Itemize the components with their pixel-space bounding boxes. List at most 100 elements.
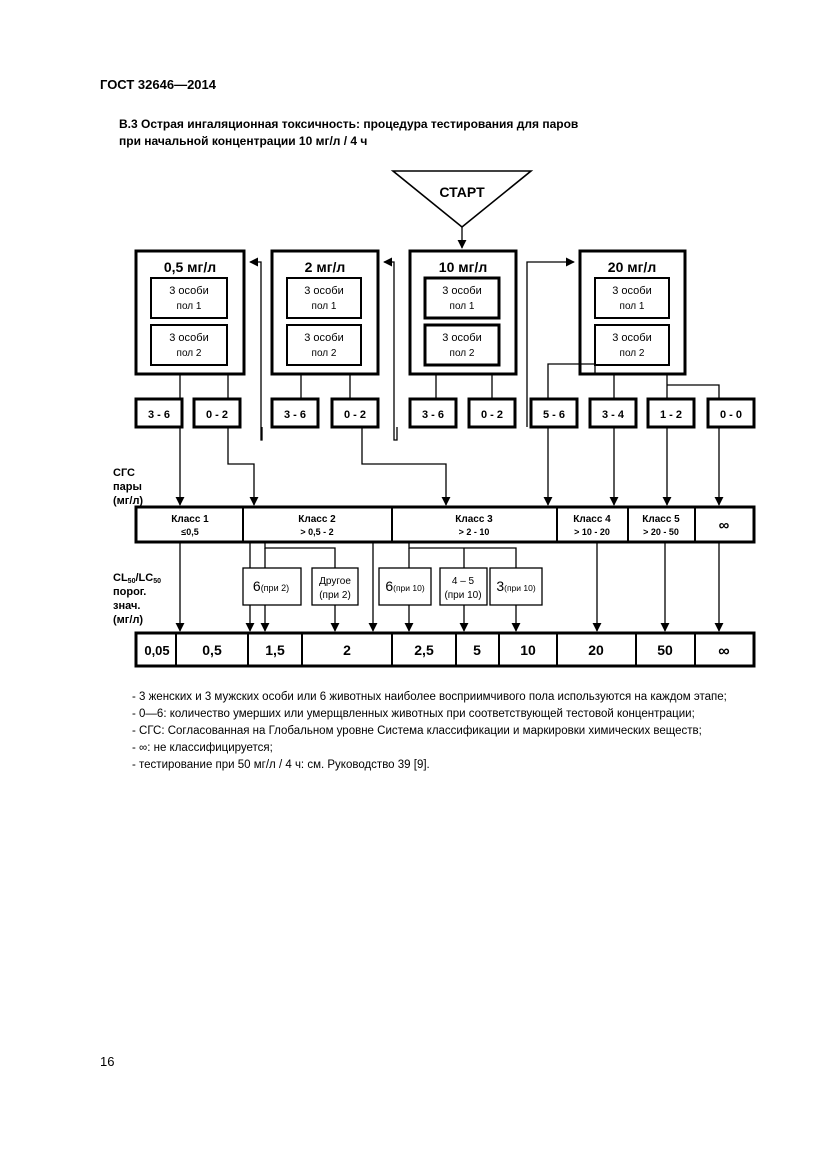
animal-box-label: 3 особи [442, 332, 481, 344]
threshold-value: 5 [473, 642, 481, 658]
outcome-label: 0 - 2 [344, 409, 366, 421]
footnote: - тестирование при 50 мг/л / 4 ч: см. Ру… [132, 759, 430, 771]
class-range: > 20 - 50 [643, 527, 679, 537]
outcome-label: 3 - 6 [284, 409, 306, 421]
outcome-label: 1 - 2 [660, 409, 682, 421]
section-title-line-1: B.3 Острая ингаляционная токсичность: пр… [119, 117, 579, 131]
sub-box-line-2: (при 2) [319, 590, 351, 601]
cl-label-line-3: знач. [113, 600, 140, 612]
group-label: 10 мг/л [439, 259, 487, 275]
flowchart-diagram: СТАРТ 0,5 мг/л 3 особи пол 1 3 особи пол… [113, 170, 756, 668]
group-connectors [179, 363, 720, 399]
sub-box-value: 6 [253, 578, 261, 594]
cl-label-line-4: (мг/л) [113, 614, 143, 626]
outcome-label: 0 - 2 [481, 409, 503, 421]
group-label: 0,5 мг/л [164, 259, 216, 275]
sub-box-value: 3 [496, 578, 504, 594]
sub-box-label: 6(при 10) [385, 578, 425, 594]
document-header: ГОСТ 32646—2014 [100, 77, 216, 92]
footnote: - ∞: не классифицируется; [132, 742, 273, 754]
ghs-label: СГС пары (мг/л) [113, 467, 143, 507]
class-range: > 0,5 - 2 [300, 527, 333, 537]
cl-label-line-1: CL50/LC50 [113, 572, 161, 585]
animal-box-label: 3 особи [169, 332, 208, 344]
animal-box-label: 3 особи [442, 285, 481, 297]
class-name: Класс 3 [455, 514, 493, 525]
cl-label-cl: CL [113, 572, 128, 584]
outcome-label: 3 - 4 [602, 409, 625, 421]
ghs-label-line-3: (мг/л) [113, 495, 143, 507]
sub-box-label: 3(при 10) [496, 578, 536, 594]
class-name: Класс 5 [642, 514, 680, 525]
routing-connectors [175, 257, 724, 506]
threshold-row: 0,05 0,5 1,5 2 2,5 5 10 20 50 ∞ [134, 631, 756, 668]
threshold-value: 1,5 [265, 642, 285, 658]
group-2: 2 мг/л 3 особи пол 1 3 особи пол 2 [270, 249, 380, 376]
class-name: ∞ [719, 517, 730, 534]
group-20: 20 мг/л 3 особи пол 1 3 особи пол 2 [578, 249, 687, 376]
animal-box-sex: пол 2 [620, 348, 645, 359]
group-label: 20 мг/л [608, 259, 656, 275]
animal-box-label: 3 особи [612, 285, 651, 297]
animal-box-sex: пол 2 [312, 348, 337, 359]
class-range: > 10 - 20 [574, 527, 610, 537]
cl-label-sub-1: 50 [128, 578, 136, 585]
animal-box-label: 3 особи [304, 332, 343, 344]
ghs-label-line-2: пары [113, 481, 142, 493]
sub-boxes: 6(при 2) Другое (при 2) 6(при 10) 4 – 5 … [242, 567, 543, 606]
threshold-value: 2 [343, 642, 351, 658]
class-range: ≤0,5 [181, 527, 198, 537]
cl-label-sep: /LC [135, 572, 153, 584]
sub-box-note: (при 2) [261, 583, 289, 593]
ghs-label-line-1: СГС [113, 467, 135, 479]
threshold-value: 0,05 [144, 643, 169, 658]
sub-box-line-1: 4 – 5 [452, 576, 475, 587]
footnote: - СГС: Согласованная на Глобальном уровн… [132, 725, 702, 737]
outcome-label: 0 - 0 [720, 409, 742, 421]
outcome-label: 3 - 6 [422, 409, 444, 421]
start-label: СТАРТ [439, 184, 485, 200]
group-0-5: 0,5 мг/л 3 особи пол 1 3 особи пол 2 [134, 249, 246, 376]
outcome-row: 3 - 6 0 - 2 3 - 6 0 - 2 3 - 6 0 - 2 5 - … [134, 397, 756, 429]
animal-box-label: 3 особи [612, 332, 651, 344]
class-name: Класс 1 [171, 514, 209, 525]
animal-box-sex: пол 1 [450, 301, 475, 312]
threshold-value: 10 [520, 642, 536, 658]
threshold-value: 0,5 [202, 642, 222, 658]
threshold-value: 50 [657, 642, 673, 658]
class-name: Класс 2 [298, 514, 336, 525]
outcome-label: 5 - 6 [543, 409, 565, 421]
sub-box-line-2: (при 10) [444, 590, 481, 601]
cl-label: CL50/LC50 порог. знач. (мг/л) [113, 572, 161, 626]
animal-box-sex: пол 1 [177, 301, 202, 312]
threshold-value: 20 [588, 642, 604, 658]
page-number: 16 [100, 1054, 115, 1069]
class-name: Класс 4 [573, 514, 611, 525]
sub-box-note: (при 10) [393, 583, 425, 593]
section-title: B.3 Острая ингаляционная токсичность: пр… [119, 116, 578, 150]
animal-box-sex: пол 2 [450, 348, 475, 359]
threshold-value: 2,5 [414, 642, 434, 658]
class-row: Класс 1 ≤0,5 Класс 2 > 0,5 - 2 Класс 3 >… [134, 505, 756, 544]
group-label: 2 мг/л [305, 259, 346, 275]
footnotes: - 3 женских и 3 мужских особи или 6 живо… [132, 689, 727, 774]
group-10: 10 мг/л 3 особи пол 1 3 особи пол 2 [408, 249, 518, 376]
sub-box-value: 6 [385, 578, 393, 594]
cl-label-line-2: порог. [113, 586, 146, 598]
start-node: СТАРТ [390, 170, 534, 229]
cl-label-sub-2: 50 [153, 578, 161, 585]
animal-box-sex: пол 1 [312, 301, 337, 312]
animal-box-label: 3 особи [169, 285, 208, 297]
sub-box-line-1: Другое [319, 576, 351, 587]
section-title-line-2: при начальной концентрации 10 мг/л / 4 ч [119, 134, 368, 148]
animal-box-sex: пол 2 [177, 348, 202, 359]
threshold-value: ∞ [718, 643, 729, 660]
footnote: - 0—6: количество умерших или умерщвленн… [132, 708, 695, 720]
animal-box-label: 3 особи [304, 285, 343, 297]
class-range: > 2 - 10 [459, 527, 490, 537]
outcome-label: 0 - 2 [206, 409, 228, 421]
sub-box-label: 6(при 2) [253, 578, 289, 594]
sub-box-note: (при 10) [504, 583, 536, 593]
footnote: - 3 женских и 3 мужских особи или 6 живо… [132, 691, 727, 703]
animal-box-sex: пол 1 [620, 301, 645, 312]
